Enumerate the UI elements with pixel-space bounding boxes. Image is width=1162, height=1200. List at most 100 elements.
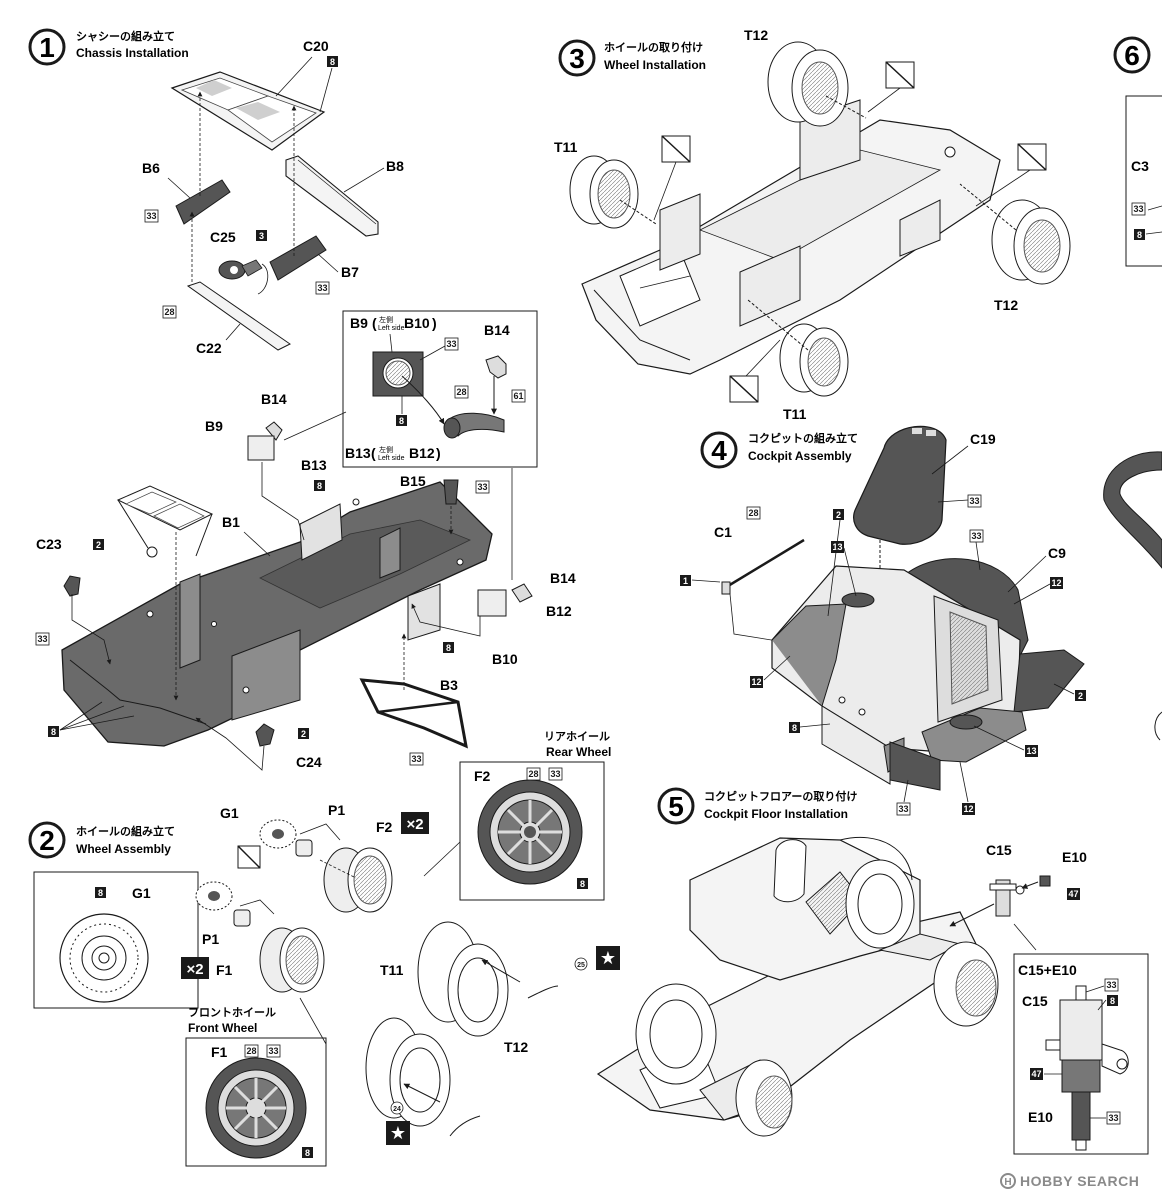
part-label-c20: C20: [303, 38, 329, 54]
part-label-b14-right: B14: [550, 570, 576, 586]
part-c25: [218, 259, 263, 280]
svg-text:×2: ×2: [186, 961, 203, 978]
part-f1-rim: [259, 927, 325, 993]
part-label-c19: C19: [970, 431, 996, 447]
part-b15: [443, 479, 459, 505]
chassis-wheel-install: [581, 99, 1001, 375]
svg-text:左側: 左側: [379, 445, 393, 454]
color-code-badge: 8: [314, 480, 325, 491]
color-code-badge: 33: [315, 281, 330, 295]
part-b8-bar: [285, 155, 379, 237]
chassis-wheel: [735, 1059, 793, 1137]
svg-text:8: 8: [1110, 996, 1115, 1006]
part-b7: [269, 235, 327, 281]
color-code-badge: 28: [244, 1044, 259, 1058]
inset-title-rear-jp: リアホイール: [544, 730, 610, 743]
step-number: 3: [569, 43, 585, 74]
part-label-b8: B8: [386, 158, 404, 174]
color-code-badge: 3: [256, 230, 267, 241]
svg-text:★: ★: [390, 1123, 406, 1143]
step-4: 4 コクピットの組み立て Cockpit Assembly C19 33 C1 …: [680, 425, 1086, 816]
part-label-b14-top: B14: [261, 391, 287, 407]
svg-text:33: 33: [1106, 980, 1116, 990]
watermark-text: HOBBY SEARCH: [1020, 1173, 1139, 1189]
svg-text:2: 2: [301, 729, 306, 739]
part-label-t12-right: T12: [994, 297, 1018, 313]
part-label-e10-inset: E10: [1028, 1109, 1053, 1125]
svg-text:8: 8: [1137, 230, 1142, 240]
svg-text:28: 28: [246, 1046, 256, 1056]
part-label-f2: F2: [376, 819, 393, 835]
part-label-b13: B13: [345, 445, 371, 461]
color-code-badge: 12: [750, 676, 763, 688]
color-code-badge: 2: [1075, 690, 1086, 701]
color-code-badge: 28: [162, 305, 177, 319]
part-label-c1: C1: [714, 524, 732, 540]
part-label-b14: B14: [484, 322, 510, 338]
part-c15-damper: [989, 879, 1025, 917]
part-label-p1-top: P1: [328, 802, 345, 818]
part-t12-tire: [417, 921, 509, 1037]
part-label-b13-main: B13: [301, 457, 327, 473]
step-number: 5: [668, 791, 684, 822]
part-b13-pipe: [443, 412, 505, 439]
svg-text:13: 13: [1026, 746, 1036, 756]
svg-text:): ): [436, 445, 441, 461]
part-label-c9: C9: [1048, 545, 1066, 561]
part-label-t11-left: T11: [554, 139, 578, 155]
step-title-en: Wheel Assembly: [76, 842, 171, 856]
part-b6: [175, 179, 231, 225]
part-c19-seat: [853, 425, 947, 545]
svg-text:12: 12: [1051, 578, 1061, 588]
no-glue-icon: [885, 61, 915, 89]
side-note-en: Left side: [378, 325, 405, 332]
part-c20-window: [170, 71, 326, 151]
svg-text:33: 33: [550, 769, 560, 779]
svg-text:33: 33: [1133, 204, 1143, 214]
svg-text:2: 2: [836, 510, 841, 520]
color-code-badge: 33: [409, 752, 424, 766]
color-code-badge: 47: [1030, 1068, 1043, 1080]
chassis-wheel: [845, 859, 915, 949]
part-label-b15: B15: [400, 473, 426, 489]
svg-text:47: 47: [1031, 1069, 1041, 1079]
part-label-b3: B3: [440, 677, 458, 693]
inset-exhaust: B9 ( 左側 Left side B10 ) 33 8 B14 61 28: [342, 310, 538, 468]
step-title-jp: ホイールの組み立て: [76, 824, 175, 838]
color-code-badge: 2: [298, 728, 309, 739]
part-b14: [485, 355, 507, 379]
svg-text:): ): [432, 315, 437, 331]
part-c24: [255, 723, 275, 747]
step-number: 6: [1124, 40, 1140, 71]
part-label-b9-main: B9: [205, 418, 223, 434]
chassis-wheel: [635, 983, 717, 1085]
part-p1-bottom: [233, 909, 251, 927]
color-code-badge: 12: [1050, 577, 1063, 589]
badge-multiplier: ×2: [401, 812, 429, 834]
color-code-badge: 8: [396, 415, 407, 426]
color-code-badge: 33: [967, 494, 982, 508]
step-number-circle: [28, 821, 66, 859]
step-3: 3 ホイールの取り付け Wheel Installation T12 T11: [554, 27, 1071, 422]
svg-text:★: ★: [600, 948, 616, 968]
svg-text:28: 28: [528, 769, 538, 779]
svg-text:8: 8: [792, 723, 797, 733]
svg-text:61: 61: [513, 391, 523, 401]
svg-text:8: 8: [305, 1148, 310, 1158]
svg-text:12: 12: [751, 677, 761, 687]
part-c22: [186, 281, 291, 351]
svg-text:8: 8: [399, 416, 404, 426]
part-f2-rim: [323, 847, 393, 913]
svg-text:8: 8: [98, 888, 103, 898]
svg-text:47: 47: [1068, 889, 1078, 899]
assembled-chassis: [596, 836, 981, 1121]
step-number: 4: [711, 435, 727, 466]
inset-title-front-jp: フロントホイール: [188, 1006, 276, 1019]
wheel-t11-bottom: [779, 323, 849, 397]
step-number-circle: [28, 28, 66, 66]
color-code-badge: 8: [577, 878, 588, 889]
svg-text:33: 33: [37, 634, 47, 644]
part-label-f2-inset: F2: [474, 768, 491, 784]
svg-text:28: 28: [164, 307, 174, 317]
wheel-t12-right: [991, 199, 1071, 285]
